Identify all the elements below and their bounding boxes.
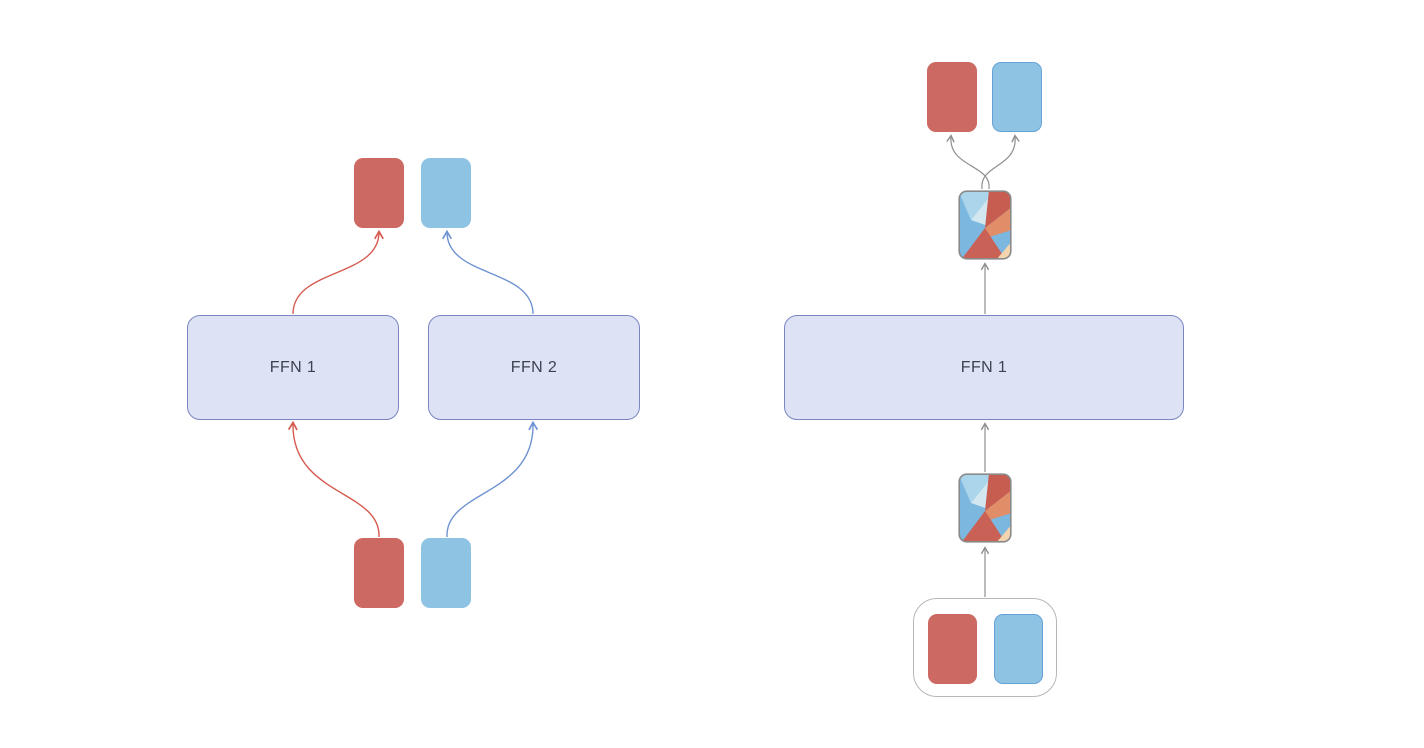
- right-ffn1-box: FFN 1: [784, 315, 1184, 420]
- arrow-mosaic-to-blue-output: [981, 134, 1020, 190]
- left-input-token-blue: [421, 538, 471, 608]
- left-ffn1-box: FFN 1: [187, 315, 399, 420]
- arrow-red-input-to-ffn1: [287, 420, 380, 538]
- left-output-token-blue: [421, 158, 471, 228]
- arrow-ffn2-to-blue-output: [442, 229, 534, 315]
- batched-input-token-blue: [994, 614, 1043, 684]
- batched-input-token-red: [928, 614, 977, 684]
- right-output-token-blue: [992, 62, 1042, 132]
- left-ffn1-label: FFN 1: [269, 358, 317, 376]
- left-input-token-red: [354, 538, 404, 608]
- upper-mixed-representation-icon: [958, 190, 1012, 260]
- right-output-token-red: [927, 62, 977, 132]
- batched-input-group: [913, 598, 1057, 697]
- left-output-token-red: [354, 158, 404, 228]
- arrow-ffn1-to-red-output: [292, 229, 384, 315]
- left-ffn2-box: FFN 2: [428, 315, 640, 420]
- lower-mixed-representation-icon: [958, 473, 1012, 543]
- right-ffn1-label: FFN 1: [960, 358, 1008, 376]
- arrow-blue-input-to-ffn2: [446, 420, 539, 538]
- left-ffn2-label: FFN 2: [510, 358, 558, 376]
- arrow-mosaic-to-red-output: [946, 134, 990, 190]
